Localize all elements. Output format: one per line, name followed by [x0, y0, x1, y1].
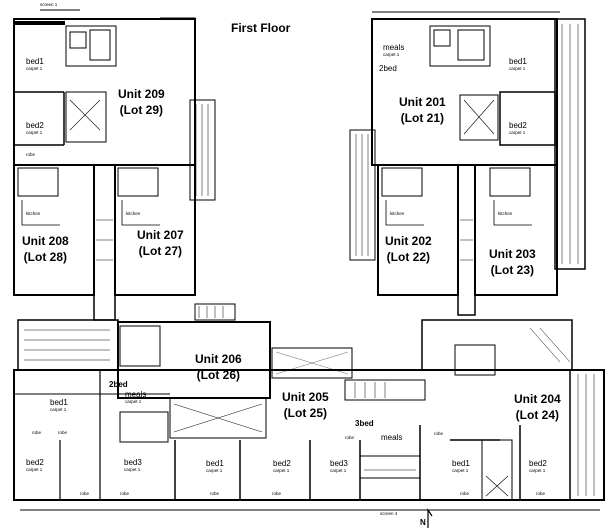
unit-208-name: Unit 208 — [22, 234, 69, 248]
carpet-label: carpet 1 — [26, 467, 43, 472]
unit-202-walls — [377, 164, 459, 296]
room-label-2bed: 2bed — [379, 64, 397, 73]
room-label-meals: meals — [125, 390, 147, 399]
screen-label: screen 4 — [380, 511, 398, 516]
unit-207-lot: (Lot 27) — [138, 244, 183, 258]
kitchen-label: kitchen — [126, 211, 141, 216]
room-label-bed2: bed2 — [26, 458, 44, 467]
kitchen-label: kitchen — [26, 211, 41, 216]
right-corridor — [457, 164, 476, 316]
room-label-bed2: bed2 — [26, 121, 44, 130]
room-label-bed2: bed2 — [509, 121, 527, 130]
carpet-label: carpet 1 — [383, 52, 400, 57]
robe-label: robe — [460, 491, 470, 496]
robe-label: robe — [536, 491, 546, 496]
unit-205-name: Unit 205 — [282, 390, 329, 404]
carpet-label: carpet 1 — [452, 468, 469, 473]
carpet-label: carpet 1 — [529, 468, 546, 473]
room-label-meals: meals — [381, 433, 403, 442]
unit-209-label: Unit 209 (Lot 29) — [118, 86, 165, 118]
unit-202-name: Unit 202 — [385, 234, 432, 248]
room-label-bed2: bed2 — [273, 459, 291, 468]
carpet-label: carpet 1 — [124, 467, 141, 472]
unit-204-name: Unit 204 — [514, 392, 561, 406]
unit-206-name: Unit 206 — [195, 352, 242, 366]
carpet-label: carpet 1 — [509, 130, 526, 135]
robe-label: robe — [272, 491, 282, 496]
kitchen-label: kitchen — [390, 211, 405, 216]
unit-206-walls — [117, 321, 271, 399]
room-label-bed1: bed1 — [50, 398, 68, 407]
north-label: N — [420, 518, 426, 527]
carpet-label: carpet 1 — [330, 468, 347, 473]
unit-208-walls — [13, 164, 95, 296]
stair-right — [421, 319, 573, 371]
robe-label: robe — [120, 491, 130, 496]
unit-202-lot: (Lot 22) — [386, 250, 431, 264]
floor-title: First Floor — [231, 21, 291, 35]
carpet-label: carpet 1 — [26, 66, 43, 71]
unit-207-name: Unit 207 — [137, 228, 184, 242]
stair-left — [17, 319, 119, 371]
robe-label: robe — [26, 152, 36, 157]
room-label-bed1: bed1 — [509, 57, 527, 66]
robe-label: robe — [80, 491, 90, 496]
unit-209-lot: (Lot 29) — [119, 103, 164, 117]
carpet-label: carpet 1 — [206, 468, 223, 473]
carpet-label: carpet 1 — [26, 130, 43, 135]
unit-208-lot: (Lot 28) — [23, 250, 68, 264]
unit-202-label: Unit 202 (Lot 22) — [385, 233, 432, 265]
room-label-bed2: bed2 — [529, 459, 547, 468]
robe-label: robe — [434, 431, 444, 436]
carpet-label: carpet 1 — [50, 407, 67, 412]
carpet-label: carpet 1 — [509, 66, 526, 71]
unit-206-label: Unit 206 (Lot 26) — [195, 351, 242, 383]
room-label-meals: meals — [383, 43, 405, 52]
north-arrow-icon — [427, 508, 433, 528]
unit-205-label: Unit 205 (Lot 25) — [282, 389, 329, 421]
carpet-label: carpet 1 — [273, 468, 290, 473]
unit-201-bath — [459, 94, 499, 141]
right-stair-balcony — [349, 129, 376, 261]
unit-203-lot: (Lot 23) — [490, 263, 535, 277]
unit-201-kitchen — [429, 25, 491, 67]
unit-204-label: Unit 204 (Lot 24) — [514, 391, 561, 423]
unit-203-name: Unit 203 — [489, 247, 536, 261]
room-label-2bed: 2bed — [109, 380, 128, 389]
unit-209-kitchen — [65, 25, 117, 67]
room-label-bed3: bed3 — [124, 458, 142, 467]
screen-label: screen 1 — [40, 2, 58, 7]
room-label-bed3: bed3 — [330, 459, 348, 468]
kitchen-label: kitchen — [498, 211, 513, 216]
unit-201-label: Unit 201 (Lot 21) — [399, 94, 446, 126]
left-corridor — [93, 164, 116, 321]
left-balcony — [189, 99, 216, 201]
robe-label: robe — [32, 430, 42, 435]
unit-208-label: Unit 208 (Lot 28) — [22, 233, 69, 265]
room-label-bed1: bed1 — [452, 459, 470, 468]
unit-201-name: Unit 201 — [399, 95, 446, 109]
robe-label: robe — [345, 435, 355, 440]
unit-203-label: Unit 203 (Lot 23) — [489, 246, 536, 278]
room-label-bed1: bed1 — [206, 459, 224, 468]
room-label-3bed: 3bed — [355, 419, 374, 428]
central-walkway — [271, 347, 353, 379]
robe-label: robe — [210, 491, 220, 496]
unit-209-name: Unit 209 — [118, 87, 165, 101]
unit-207-label: Unit 207 (Lot 27) — [137, 227, 184, 259]
unit-206-lot: (Lot 26) — [196, 368, 241, 382]
carpet-label: carpet 1 — [125, 399, 142, 404]
unit-205-lot: (Lot 25) — [283, 406, 328, 420]
unit-201-lot: (Lot 21) — [400, 111, 445, 125]
robe-label: robe — [58, 430, 68, 435]
room-label-bed1: bed1 — [26, 57, 44, 66]
unit-204-lot: (Lot 24) — [515, 408, 560, 422]
unit-209-bath — [65, 91, 107, 143]
